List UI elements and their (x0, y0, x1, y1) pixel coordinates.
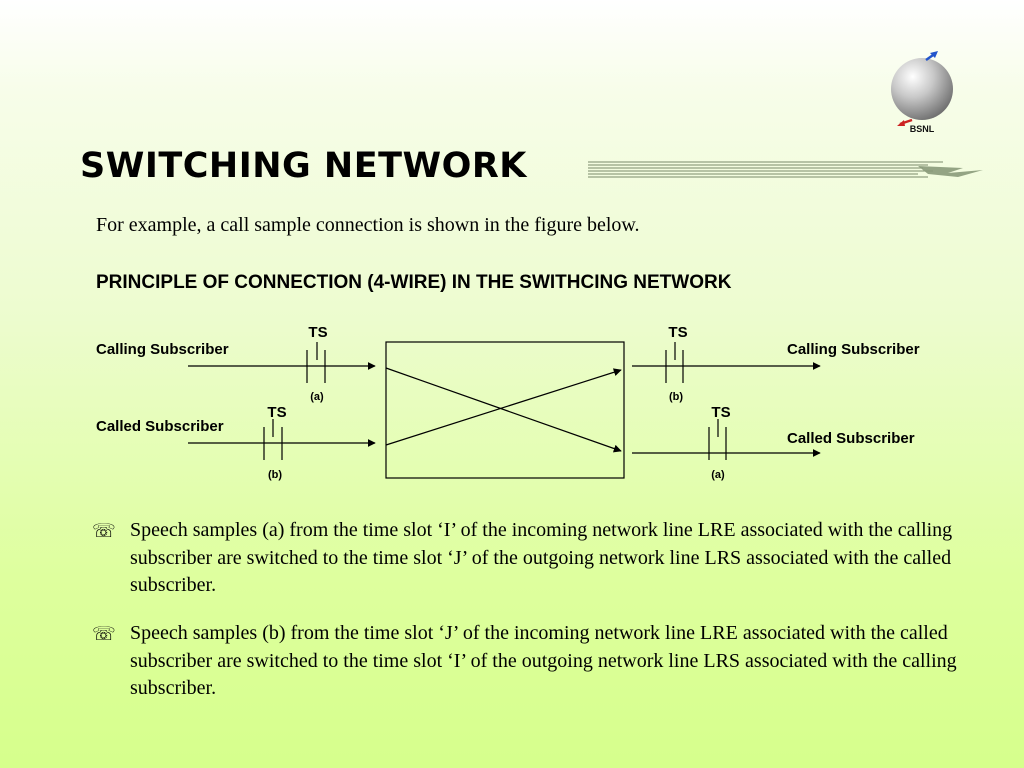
bullet-item: ☏ Speech samples (a) from the time slot … (92, 517, 1008, 600)
sample-label-right-top: (b) (669, 391, 683, 403)
switching-box (385, 341, 625, 479)
ts-label-left-bottom: TS (267, 404, 286, 421)
sample-label-left-top: (a) (310, 391, 324, 403)
logo-text: BSNL (909, 124, 935, 134)
bullet-text: Speech samples (b) from the time slot ‘J… (130, 622, 957, 699)
right-called-subscriber-label: Called Subscriber (787, 430, 915, 447)
ts-label-left-top: TS (308, 324, 327, 341)
time-slot-mark-right-bottom (708, 419, 727, 460)
intro-text: For example, a call sample connection is… (96, 214, 640, 236)
title-decorative-rule (588, 161, 983, 178)
time-slot-mark-left-top (306, 342, 326, 383)
bullet-item: ☏ Speech samples (b) from the time slot … (92, 620, 1008, 703)
globe-icon (891, 51, 953, 126)
bsnl-logo: BSNL (886, 50, 966, 140)
ts-label-right-top: TS (668, 324, 687, 341)
diagram-heading: PRINCIPLE OF CONNECTION (4-WIRE) IN THE … (96, 272, 732, 293)
telephone-icon: ☏ (92, 623, 116, 645)
bullet-text: Speech samples (a) from the time slot ‘I… (130, 519, 953, 596)
ts-label-right-bottom: TS (711, 404, 730, 421)
cross-connection-b (385, 368, 622, 446)
cross-connection-a (385, 367, 622, 453)
page-title: SWITCHING NETWORK (80, 146, 527, 186)
time-slot-mark-left-bottom (263, 419, 283, 460)
telephone-icon: ☏ (92, 520, 116, 542)
left-called-subscriber-label: Called Subscriber (96, 418, 224, 435)
time-slot-mark-right-top (665, 342, 684, 383)
left-calling-subscriber-label: Calling Subscriber (96, 341, 229, 358)
sample-label-right-bottom: (a) (711, 469, 725, 481)
sample-label-left-bottom: (b) (268, 469, 282, 481)
right-calling-subscriber-label: Calling Subscriber (787, 341, 920, 358)
